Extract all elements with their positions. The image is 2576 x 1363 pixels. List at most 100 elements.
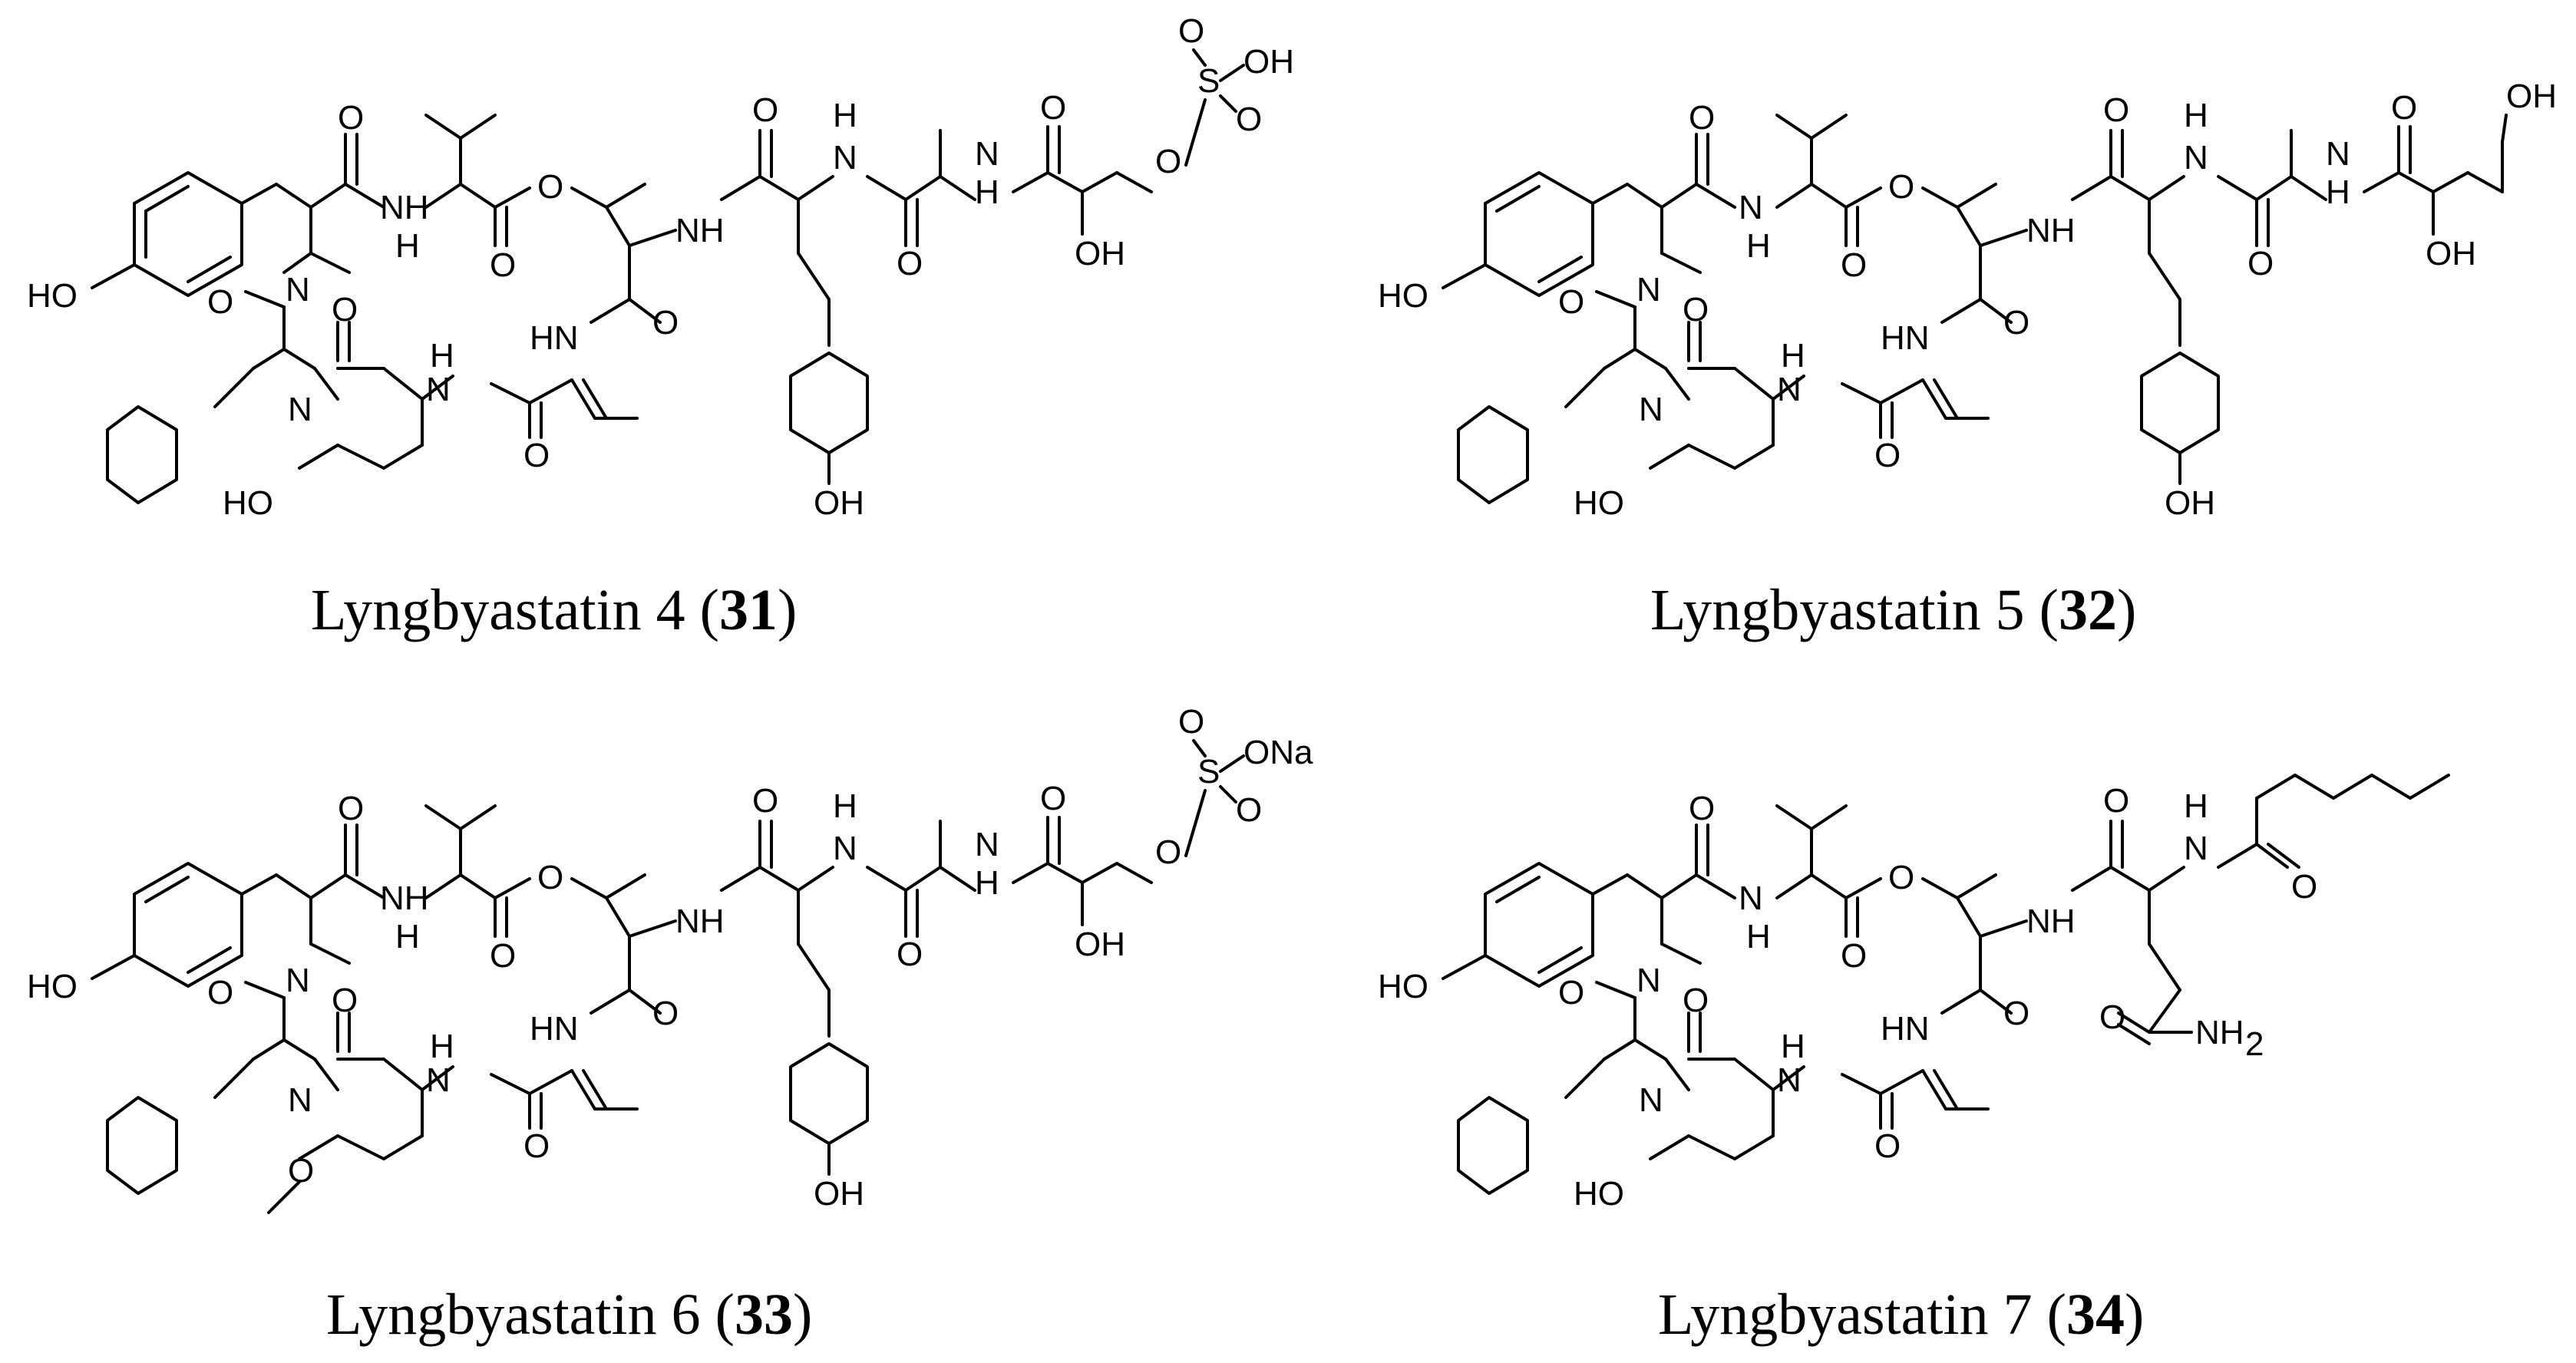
- lbl-NH2-amide: NH: [2195, 1014, 2244, 1051]
- caption-name: Lyngbyastatin 6: [326, 1282, 701, 1347]
- lbl-NH1: N: [1739, 189, 1763, 226]
- lbl-N5: N: [975, 826, 999, 863]
- lbl-O12: O: [2003, 304, 2029, 342]
- lbl-O11: O: [1874, 437, 1901, 474]
- lbl-O3: O: [1888, 168, 1914, 206]
- lbl-O11: O: [523, 437, 550, 474]
- lbl-N4: N: [2184, 830, 2208, 867]
- lbl-O7: O: [1040, 780, 1066, 817]
- lbl-S: S: [1197, 753, 1220, 790]
- lbl-O6: O: [1155, 833, 1181, 871]
- lbl-HO2: HO: [223, 484, 273, 522]
- lbl-H4: H: [833, 787, 857, 825]
- lbl-H5: H: [975, 173, 999, 211]
- caption-number: 33: [735, 1282, 793, 1347]
- lbl-NH1: NH: [380, 880, 429, 917]
- caption-name: Lyngbyastatin 4: [311, 578, 685, 642]
- lbl-N6: N: [288, 391, 312, 428]
- lbl-NH1: N: [1739, 880, 1763, 917]
- lbl-N6: N: [1639, 1081, 1663, 1119]
- structure-lyngbyastatin-7: O N H O O NH O H N O O NH 2 N O O N H N …: [1378, 774, 2450, 1213]
- lbl-O9: O: [1558, 974, 1584, 1012]
- lbl-H6: H: [1781, 337, 1805, 375]
- lbl-O5: O: [2247, 245, 2274, 282]
- lbl-NH2: NH: [2026, 212, 2076, 249]
- lbl-O6: O: [1155, 143, 1181, 180]
- caption-name: Lyngbyastatin 5: [1650, 578, 2025, 642]
- lbl-N4: N: [833, 139, 857, 177]
- caption-number: 34: [2066, 1282, 2125, 1347]
- lbl-O4: O: [752, 782, 778, 820]
- lbl-OH3: OH: [814, 1175, 864, 1213]
- lbl-O10: O: [1683, 291, 1709, 328]
- lbl-N3: N: [286, 271, 310, 309]
- lbl-N6: N: [1639, 391, 1663, 428]
- caption-lyngbyastatin-4: Lyngbyastatin 4 (31): [311, 578, 797, 642]
- lbl-N6b: N: [426, 1061, 451, 1099]
- caption-lyngbyastatin-7: Lyngbyastatin 7 (34): [1658, 1282, 2144, 1347]
- lbl-O12: O: [2003, 995, 2029, 1032]
- lbl-N3: N: [1636, 962, 1661, 999]
- lbl-O1: O: [338, 99, 364, 137]
- lbl-O2: O: [1841, 246, 1867, 284]
- lbl-OH1: OH: [2426, 235, 2476, 272]
- lbl-O4: O: [2103, 782, 2129, 820]
- lbl-HO2: HO: [1574, 1175, 1624, 1213]
- lbl-N5: N: [975, 135, 999, 173]
- lbl-O9: O: [1558, 283, 1584, 321]
- lbl-NH2: NH: [675, 903, 725, 940]
- lbl-N6: N: [288, 1081, 312, 1119]
- lbl-OH3: OH: [2165, 484, 2215, 522]
- lbl-OH2: OH: [1243, 43, 1294, 81]
- lbl-O2: O: [490, 246, 516, 284]
- lbl-O3: O: [537, 859, 563, 896]
- lbl-H4: H: [2184, 97, 2208, 134]
- lbl-H1: H: [395, 918, 420, 955]
- lbl-O8: O: [1178, 12, 1204, 50]
- lbl-N6b: N: [426, 371, 451, 408]
- lbl-O11: O: [523, 1127, 550, 1165]
- lbl-H5: H: [2326, 173, 2350, 211]
- lbl-O10: O: [332, 291, 358, 328]
- lbl-HN7: HN: [1881, 1010, 1930, 1048]
- lbl-O8: O: [1178, 703, 1204, 741]
- lbl-O1: O: [338, 790, 364, 827]
- lbl-OH1: OH: [1075, 926, 1125, 963]
- lbl-N3: N: [286, 962, 310, 999]
- lbl-N5: N: [2326, 135, 2350, 173]
- lbl-H1: H: [395, 227, 420, 265]
- lbl-HN7: HN: [530, 1010, 579, 1048]
- lbl-OH1: OH: [1075, 235, 1125, 272]
- lbl-NH1: NH: [380, 189, 429, 226]
- lbl-O10: O: [1683, 982, 1709, 1019]
- lbl-O5: O: [897, 245, 923, 282]
- structure-lyngbyastatin-4: O NH H O O NH O H N O N H O OH O S OH O …: [27, 12, 1294, 522]
- lbl-O7: O: [2391, 89, 2417, 127]
- lbl-O2: O: [490, 937, 516, 975]
- lbl-HO1: HO: [1378, 277, 1428, 315]
- caption-lyngbyastatin-6: Lyngbyastatin 6 (33): [326, 1282, 812, 1347]
- caption-number: 32: [2059, 578, 2117, 642]
- lbl-NH2-sub: 2: [2245, 1025, 2264, 1063]
- lbl-H1: H: [1746, 918, 1771, 955]
- lbl-O5: O: [2291, 868, 2317, 906]
- lbl-O7: O: [1040, 89, 1066, 127]
- lbl-O6: OH: [2506, 78, 2557, 115]
- lbl-O1: O: [1689, 99, 1715, 137]
- lbl-O8b: O: [1236, 101, 1262, 138]
- lbl-O-amide: O: [2099, 998, 2125, 1036]
- lbl-OH3: OH: [814, 484, 864, 522]
- lbl-HO1: HO: [1378, 968, 1428, 1005]
- lbl-O3: O: [1888, 859, 1914, 896]
- lbl-H6: H: [430, 1028, 454, 1065]
- lbl-N4: N: [2184, 139, 2208, 177]
- lbl-NH2: NH: [675, 212, 725, 249]
- lbl-H6: H: [1781, 1028, 1805, 1065]
- lbl-O3: O: [537, 168, 563, 206]
- lbl-N6b: N: [1777, 371, 1802, 408]
- structure-lyngbyastatin-5: O N H O O NH O H N O N H O OH OH N O O N…: [1378, 78, 2557, 522]
- lbl-H4: H: [833, 97, 857, 134]
- lbl-HO1: HO: [27, 968, 78, 1005]
- lbl-O12: O: [652, 995, 679, 1032]
